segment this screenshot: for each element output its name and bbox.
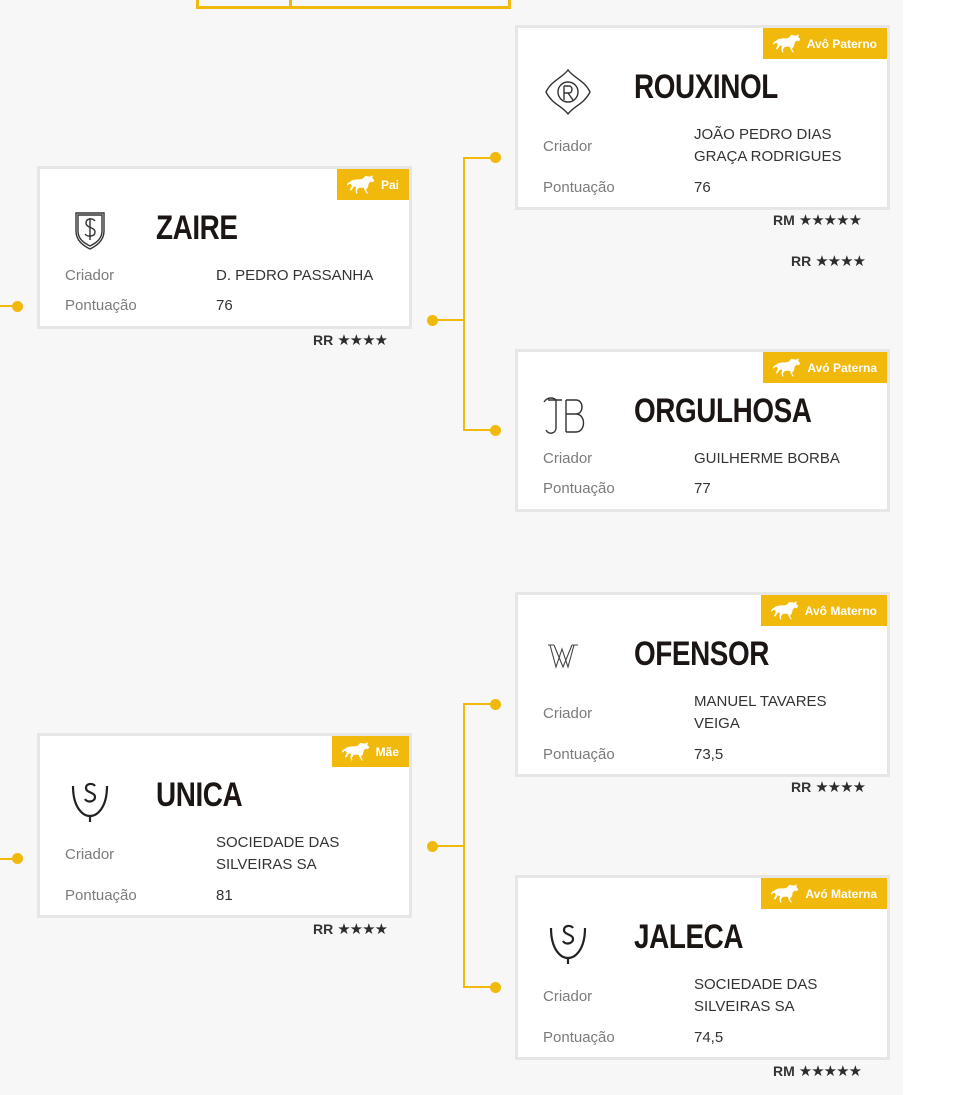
- breeder-value: MANUEL TAVARES VEIGA: [694, 693, 827, 732]
- score-value: 73,5: [694, 746, 724, 763]
- relation-badge: Avô Paterno: [762, 28, 887, 59]
- connector-line: [432, 319, 464, 321]
- horse-name: ROUXINOL: [634, 68, 778, 106]
- rating-unica: RR ★★★★: [313, 921, 388, 938]
- horse-card-ofensor[interactable]: Avô Materno OFENSOR Criador MANUEL TAVAR…: [515, 592, 890, 777]
- score-label: Pontuação: [65, 887, 137, 904]
- breeder-label: Criador: [543, 138, 593, 155]
- score-label: Pontuação: [543, 1029, 615, 1046]
- connector-line: [0, 305, 14, 307]
- connector-line: [463, 703, 465, 988]
- horse-icon: [773, 33, 801, 55]
- horse-card-rouxinol[interactable]: Avô Paterno ROUXINOL Criador JOÃO PEDRO …: [515, 25, 890, 210]
- connector-line: [463, 157, 495, 159]
- relation-badge: Mãe: [331, 736, 409, 767]
- connector-dot: [490, 152, 501, 163]
- connector-line: [463, 703, 495, 705]
- horse-icon: [773, 357, 801, 379]
- score-value: 81: [216, 887, 233, 904]
- stars-icon: ★★★★: [815, 253, 866, 270]
- connector-dot: [490, 982, 501, 993]
- horse-card-unica[interactable]: Mãe UNICA Criador SOCIEDADE DAS SILVEIRA…: [37, 733, 412, 918]
- parent-card-bottom-edge: [196, 0, 511, 9]
- connector-dot: [490, 425, 501, 436]
- jb-monogram-crest-icon: [538, 392, 596, 442]
- horse-name: JALECA: [634, 918, 744, 956]
- connector-dot: [12, 301, 23, 312]
- rating-jaleca: RM ★★★★★: [773, 1063, 862, 1080]
- connector-line: [463, 157, 465, 431]
- relation-badge: Avô Materno: [760, 595, 887, 626]
- score-label: Pontuação: [543, 746, 615, 763]
- score-value: 74,5: [694, 1029, 724, 1046]
- score-value: 77: [694, 480, 711, 497]
- connector-line: [0, 858, 14, 860]
- stars-icon: ★★★★: [815, 779, 866, 796]
- horse-icon: [347, 174, 375, 196]
- horseshoe-s-crest-icon: [64, 774, 116, 826]
- rating-zaire: RR ★★★★: [313, 332, 388, 349]
- horse-card-orgulhosa[interactable]: Avó Paterna ORGULHOSA Criador GUILHERME …: [515, 349, 890, 512]
- score-label: Pontuação: [543, 179, 615, 196]
- score-value: 76: [216, 297, 233, 314]
- breeder-value: GUILHERME BORBA: [694, 450, 840, 467]
- breeder-value: JOÃO PEDRO DIAS GRAÇA RODRIGUES: [694, 126, 842, 165]
- shield-s-crest-icon: [64, 203, 116, 255]
- breeder-value: SOCIEDADE DAS SILVEIRAS SA: [694, 976, 818, 1015]
- score-value: 76: [694, 179, 711, 196]
- horse-name: ZAIRE: [156, 209, 238, 247]
- score-label: Pontuação: [65, 297, 137, 314]
- rating-ofensor: RR ★★★★: [791, 779, 866, 796]
- connector-dot: [490, 699, 501, 710]
- breeder-value: SOCIEDADE DAS SILVEIRAS SA: [216, 834, 340, 873]
- breeder-value: D. PEDRO PASSANHA: [216, 267, 374, 284]
- horseshoe-s-crest-icon: [542, 916, 594, 968]
- horse-icon: [771, 883, 799, 905]
- breeder-label: Criador: [543, 705, 593, 722]
- breeder-label: Criador: [65, 846, 115, 863]
- relation-badge: Avó Materna: [761, 878, 887, 909]
- horse-icon: [771, 600, 799, 622]
- pedigree-canvas: Avô Paterno ROUXINOL Criador JOÃO PEDRO …: [0, 0, 890, 1080]
- rating-rouxinol: RM ★★★★★: [773, 212, 862, 229]
- rating-rouxinol-secondary: RR ★★★★: [791, 253, 866, 270]
- horse-name: ORGULHOSA: [634, 392, 812, 430]
- horse-name: UNICA: [156, 776, 243, 814]
- stars-icon: ★★★★: [337, 332, 388, 349]
- ornate-r-crest-icon: [540, 64, 596, 120]
- horse-card-jaleca[interactable]: Avó Materna JALECA Criador SOCIEDADE DAS…: [515, 875, 890, 1060]
- mv-monogram-crest-icon: [544, 639, 582, 673]
- horse-card-zaire[interactable]: Pai ZAIRE Criador D. PEDRO PASSANHA Pont…: [37, 166, 412, 329]
- score-label: Pontuação: [543, 480, 615, 497]
- connector-dot: [12, 853, 23, 864]
- stars-icon: ★★★★★: [798, 1063, 862, 1080]
- relation-badge: Pai: [336, 169, 409, 200]
- connector-line: [432, 845, 464, 847]
- breeder-label: Criador: [65, 267, 115, 284]
- stars-icon: ★★★★: [337, 921, 388, 938]
- connector-line: [463, 986, 495, 988]
- relation-badge: Avó Paterna: [763, 352, 887, 383]
- horse-name: OFENSOR: [634, 635, 769, 673]
- breeder-label: Criador: [543, 450, 593, 467]
- breeder-label: Criador: [543, 988, 593, 1005]
- stars-icon: ★★★★★: [798, 212, 862, 229]
- horse-icon: [342, 741, 370, 763]
- connector-line: [463, 429, 495, 431]
